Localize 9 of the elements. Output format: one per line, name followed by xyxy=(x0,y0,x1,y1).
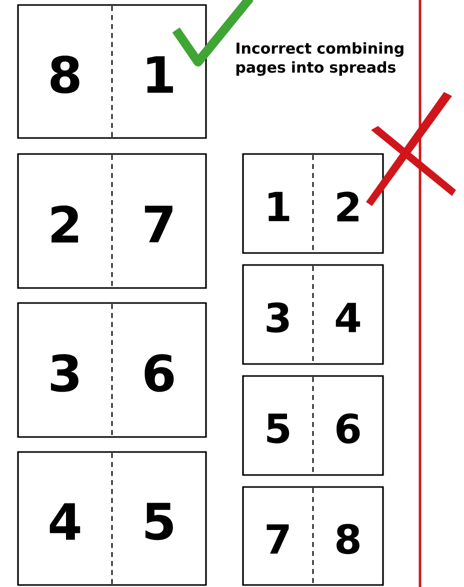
page-spread: 8 1 xyxy=(17,4,207,139)
page-spread: 3 4 xyxy=(242,264,384,365)
page-spread: 2 7 xyxy=(17,153,207,289)
page-spread: 1 2 xyxy=(242,153,384,254)
page-spread: 5 6 xyxy=(242,375,384,476)
page-spread: 3 6 xyxy=(17,302,207,438)
note-text: Incorrect combining pages into spreads xyxy=(236,42,404,76)
page-spread: 4 5 xyxy=(17,451,207,586)
page-spread: 7 8 xyxy=(242,486,384,586)
